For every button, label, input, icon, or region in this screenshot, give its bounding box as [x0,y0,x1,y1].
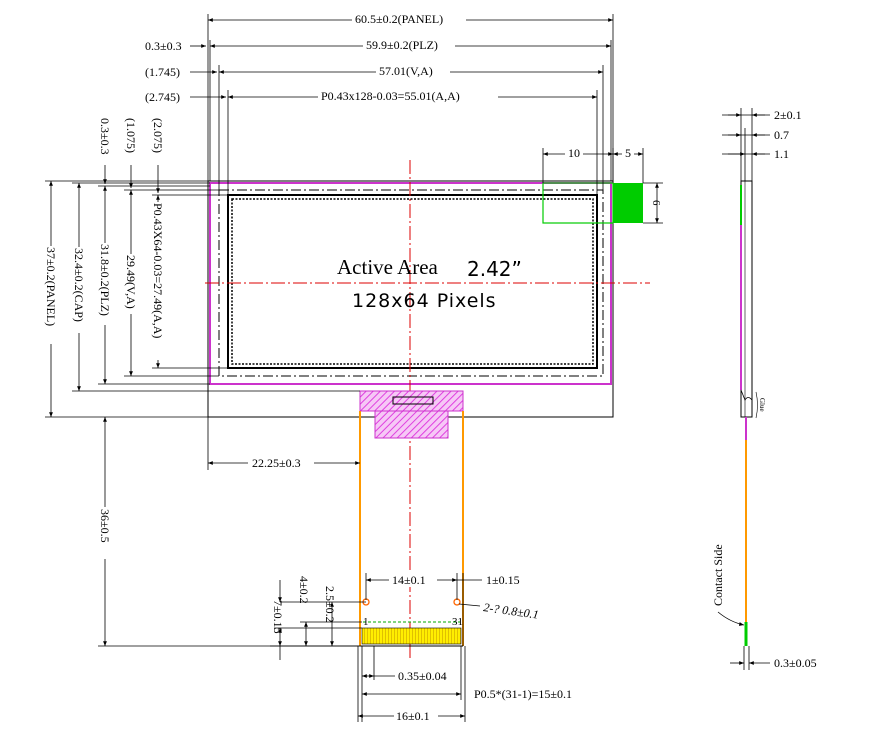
pixel-resolution-label: 128x64 Pixels [352,290,497,312]
left-offset-2: (1.075) [124,118,138,153]
edge-label: 1±0.15 [486,573,520,587]
va-height-label: 29.49(V,A) [124,255,138,309]
active-area-outer [227,194,598,369]
top-offset-1: 0.3±0.3 [145,39,182,53]
plz-width-label: 59.9±0.2(PLZ) [366,38,438,52]
plz-height-label: 31.8±0.2(PLZ) [98,244,112,316]
dim-4-label: 4±0.2 [297,576,311,604]
ic-hatch-top [359,390,464,412]
side-dimension-labels: 2±0.1 0.7 1.1 Contact Side 0.3±0.05 [711,108,817,670]
dim-7-label: 7±0.15 [271,600,285,634]
gold-contacts [361,627,462,645]
misc-dimension-labels: 10 5 6 22.25±0.3 36±0.5 [98,146,662,559]
side-layer-1-label: 0.7 [774,128,789,142]
pin-width-label: 0.35±0.04 [398,669,447,683]
pin-31-label: 31 [452,616,463,628]
front-view: Active Area 2.42” 128x64 Pixels [205,160,650,660]
top-offset-2: (1.745) [145,65,180,79]
top-offset-3: (2.745) [145,90,180,104]
contact-side-label: Contact Side [711,544,725,606]
side-layer-2-label: 1.1 [774,147,789,161]
green-mark-fill [613,183,643,223]
side-glass [740,180,753,418]
panel-height-label: 37±0.2(PANEL) [44,247,58,326]
dim-2-5-label: 2.5±0.2 [323,586,337,623]
left-offset-1: 0.3±0.3 [98,118,112,155]
left-dimension-labels: 37±0.2(PANEL) 32.4±0.2(CAP) 31.8±0.2(PLZ… [44,118,165,360]
side-glue [740,389,753,418]
active-area-label: Active Area [337,255,439,279]
bottom-dimension-labels: 14±0.1 1±0.15 2-? 0.8±0.1 2.5±0.2 4±0.2 … [271,573,596,723]
left-dimensions [45,165,360,418]
pitch-label: P0.5*(31-1)=15±0.1 [474,687,572,701]
side-thickness-label: 2±0.1 [774,108,802,122]
hole-label: 2-? 0.8±0.1 [483,600,540,622]
active-area-inner [231,198,594,365]
dim-10-label: 10 [568,146,580,160]
fpc-offset-label: 22.25±0.3 [252,456,301,470]
fpc-thickness-label: 0.3±0.05 [774,656,817,670]
aa-height-label: P0.43X64-0.03=27.49(A,A) [151,203,165,338]
glue-label: Glue [758,398,766,412]
aa-width-label: P0.43x128-0.03=55.01(A,A) [321,89,460,103]
dim-6-label: 6 [650,200,662,206]
dim-5-label: 5 [625,146,631,160]
cap-height-label: 32.4±0.2(CAP) [72,248,86,322]
active-area-size: 2.42” [467,257,522,281]
fpc-tail: 1 31 [359,390,464,647]
total-width-label: 16±0.1 [396,709,430,723]
side-dimensions [717,108,770,670]
top-dimension-labels: 60.5±0.2(PANEL) 59.9±0.2(PLZ) 57.01(V,A)… [145,12,498,104]
side-view: Glue [740,180,766,646]
panel-width-label: 60.5±0.2(PANEL) [355,12,443,26]
pin-1-label: 1 [363,616,369,628]
ic-hatch-bottom [374,410,449,439]
glue-bracket [755,391,758,419]
ic-chip [392,396,434,405]
left-offset-3: (2.075) [151,118,165,153]
va-width-label: 57.01(V,A) [379,64,433,78]
fpc-length-label: 36±0.5 [98,509,112,543]
pin-span-label: 14±0.1 [392,573,426,587]
